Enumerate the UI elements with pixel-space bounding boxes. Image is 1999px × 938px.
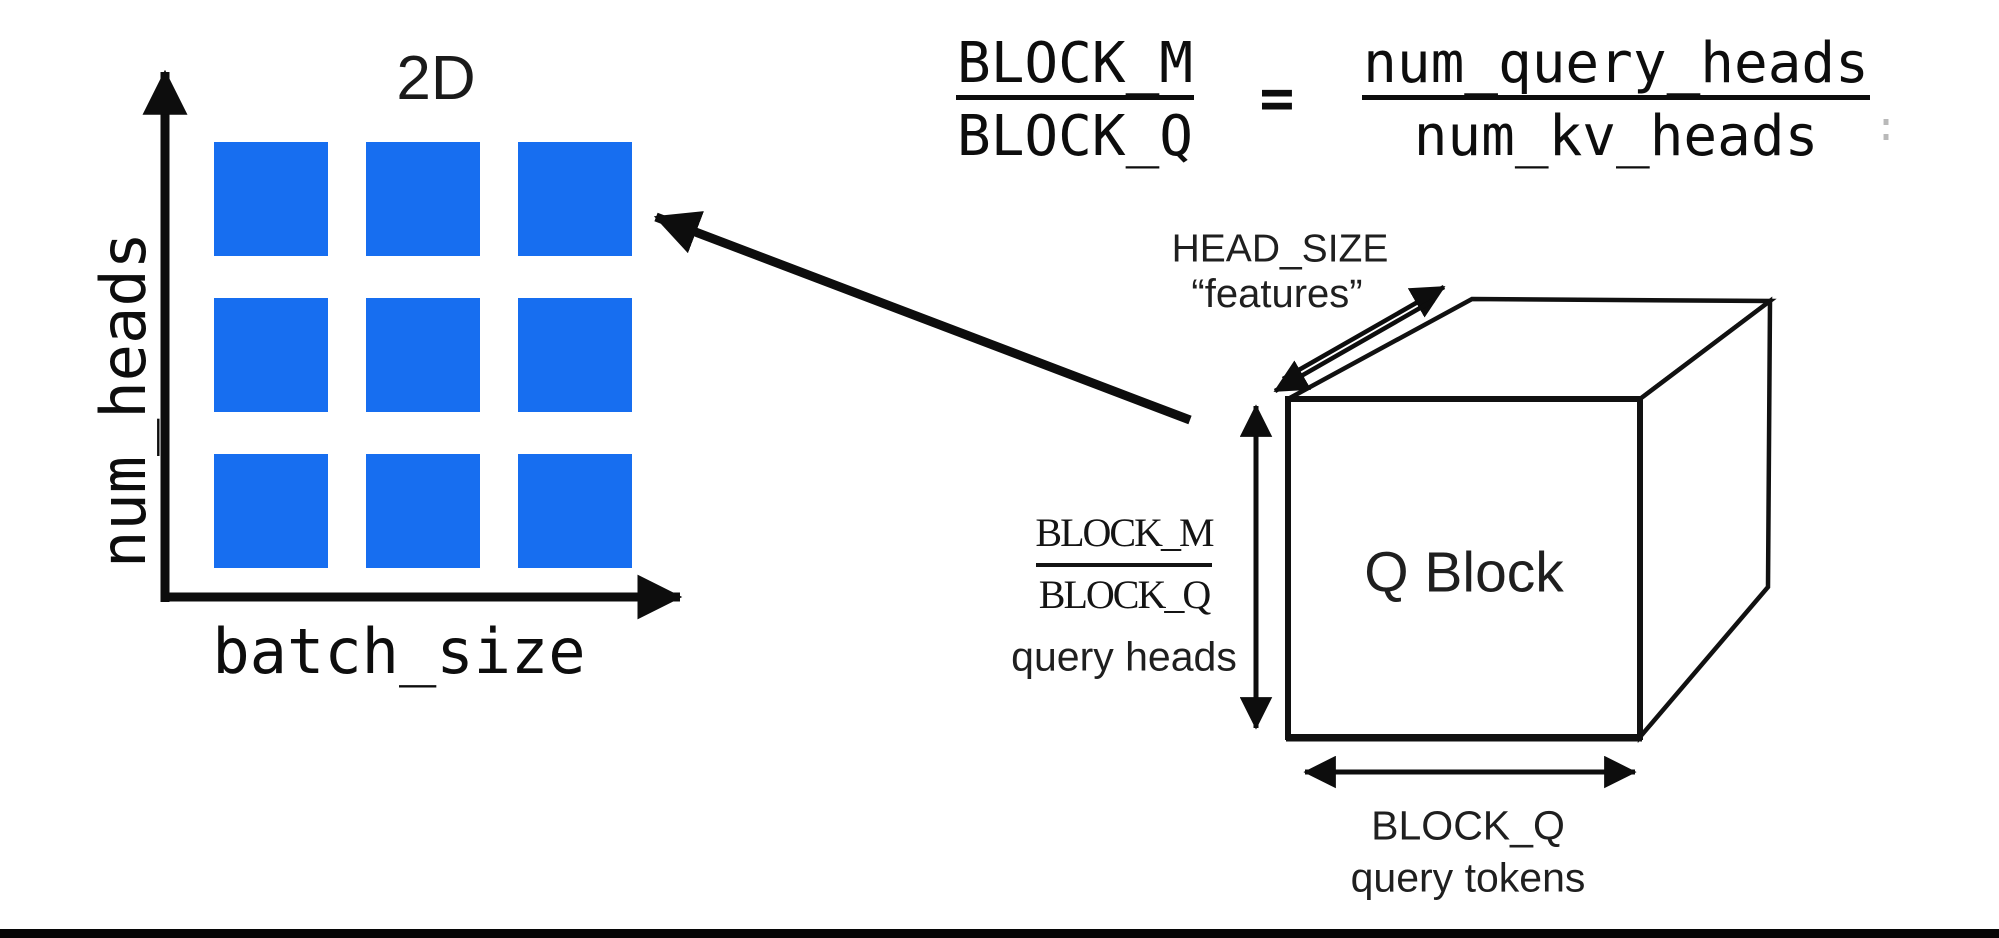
grid-square — [518, 298, 632, 412]
grid-square — [214, 298, 328, 412]
formula-equals-sign: = — [1259, 64, 1295, 132]
grid-square — [214, 454, 328, 568]
depth-dim-label: HEAD_SIZE — [1171, 227, 1389, 271]
y-axis-label: num_heads — [87, 232, 160, 568]
dimension-arrows — [1239, 285, 1637, 789]
depth-dim-arrow-down — [1273, 298, 1436, 393]
axes — [142, 69, 683, 620]
bottom-edge-bar — [0, 929, 1999, 938]
x-axis-label: batch_size — [212, 615, 586, 688]
pointer-arrow — [653, 211, 1192, 425]
cube-label: Q Block — [1364, 540, 1564, 605]
formula-lhs-numerator: BLOCK_M — [956, 31, 1194, 96]
grid-square — [366, 454, 480, 568]
grid-square — [214, 142, 328, 256]
formula-lhs-fraction-bar — [956, 95, 1194, 100]
formula-rhs-numerator: num_query_heads — [1363, 31, 1869, 96]
height-dim-caption: query heads — [1011, 633, 1237, 680]
width-dim-sublabel: query tokens — [1350, 854, 1586, 901]
formula-lhs-denominator: BLOCK_Q — [956, 104, 1194, 169]
width-dim-label: BLOCK_Q — [1371, 802, 1565, 849]
cube-front-face — [1285, 396, 1643, 740]
grid-square — [366, 298, 480, 412]
q-block-cube — [1285, 296, 1777, 744]
formula-rhs-fraction-bar — [1362, 95, 1870, 100]
height-dim-frac-denominator: BLOCK_Q — [1038, 572, 1211, 617]
grid-square — [518, 142, 632, 256]
height-dim-fraction-bar — [1036, 563, 1212, 567]
grid-square — [518, 454, 632, 568]
depth-dim-sublabel: “features” — [1191, 272, 1363, 316]
blue-square-grid — [214, 142, 632, 568]
formula-rhs-denominator: num_kv_heads — [1413, 104, 1819, 169]
height-dim-frac-numerator: BLOCK_M — [1035, 510, 1214, 555]
grid-title: 2D — [396, 44, 476, 113]
grid-square — [366, 142, 480, 256]
edge-artifact-mark: : — [1873, 104, 1899, 150]
